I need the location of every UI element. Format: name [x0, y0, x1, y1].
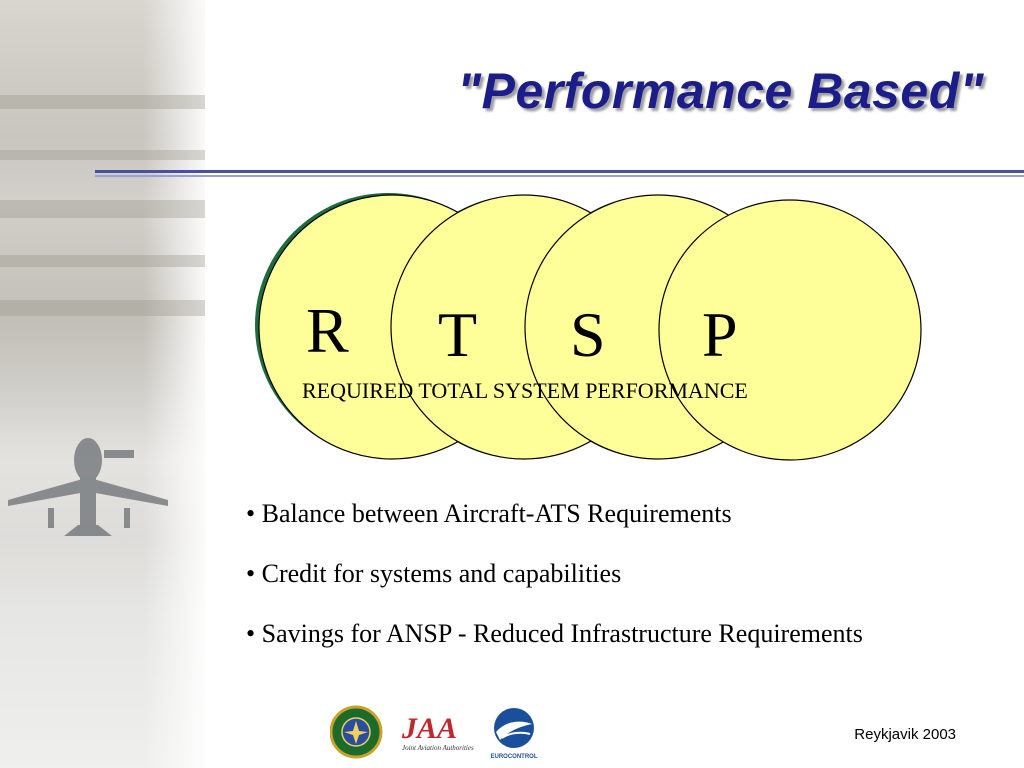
- svg-text:JAA: JAA: [401, 712, 457, 745]
- svg-text:EUROCONTROL: EUROCONTROL: [491, 754, 538, 760]
- slide-title: "Performance Based": [457, 63, 984, 119]
- logo-strip: JAA Joint Aviation Authorities EUROCONTR…: [330, 705, 538, 760]
- letter-s: S: [570, 299, 606, 370]
- jaa-logo: JAA Joint Aviation Authorities: [401, 712, 474, 752]
- title-divider: [95, 170, 1024, 173]
- bullet-item: • Savings for ANSP - Reduced Infrastruct…: [246, 619, 863, 648]
- title-divider-secondary: [95, 175, 1024, 177]
- bullet-list: • Balance between Aircraft-ATS Requireme…: [246, 498, 946, 650]
- footer-location: Reykjavik 2003: [854, 726, 956, 743]
- letter-t: T: [438, 299, 477, 370]
- bullet-item: • Credit for systems and capabilities: [246, 559, 622, 588]
- background-photo: [0, 0, 205, 768]
- svg-text:Joint Aviation Authorities: Joint Aviation Authorities: [402, 744, 474, 752]
- letter-p: P: [702, 299, 738, 370]
- circle-p: [658, 199, 922, 461]
- bullet-item: • Balance between Aircraft-ATS Requireme…: [246, 499, 732, 528]
- rtsp-diagram: R T S P REQUIRED TOTAL SYSTEM PERFORMANC…: [255, 193, 922, 461]
- airplane-icon: [8, 438, 168, 536]
- faa-seal-logo: [330, 705, 383, 759]
- diagram-caption: REQUIRED TOTAL SYSTEM PERFORMANCE: [302, 378, 748, 403]
- letter-r: R: [306, 295, 349, 366]
- eurocontrol-logo: EUROCONTROL: [491, 708, 538, 760]
